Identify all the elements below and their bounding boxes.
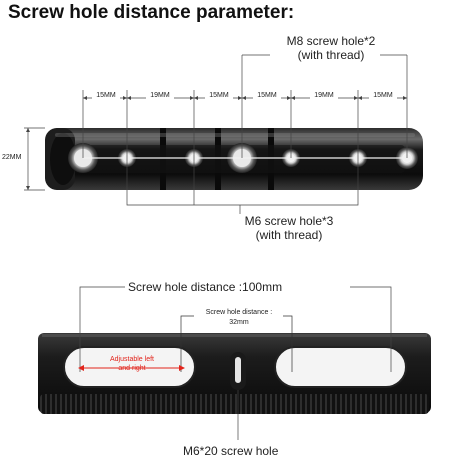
m8-label-line2: (with thread) (297, 48, 365, 62)
arrow-heads (83, 96, 407, 100)
total-distance-label: Screw hole distance :100mm (128, 280, 283, 294)
height-label: 22MM (2, 154, 22, 161)
inner-distance-line (180, 315, 293, 372)
segment-1: 15MM (92, 92, 120, 99)
height-dimension (24, 127, 45, 191)
dimension-ticks (82, 54, 408, 158)
m6-label-line1: M6 screw hole*3 (244, 214, 334, 228)
m6-screw-hole-label: M6*20 screw hole (183, 444, 279, 458)
segment-4: 15MM (253, 92, 281, 99)
slot-right (274, 346, 407, 388)
inner-distance-line2: 32mm (229, 319, 249, 326)
segment-2: 19MM (146, 92, 174, 99)
page-title: Screw hole distance parameter: (8, 2, 295, 23)
segment-6: 15MM (369, 92, 397, 99)
adjustable-line2: and right (118, 365, 146, 372)
adjustable-line1: Adjustable left (110, 356, 154, 363)
adjust-arrow (78, 365, 185, 371)
inner-distance-label: Screw hole distance : 32mm (194, 308, 284, 328)
slot-left (63, 346, 196, 388)
m8-label-line1: M8 screw hole*2 (286, 34, 376, 48)
segment-5: 19MM (310, 92, 338, 99)
m6-label-line2: (with thread) (255, 228, 323, 242)
segment-3: 15MM (205, 92, 233, 99)
adjustable-label: Adjustable left and right (96, 355, 168, 373)
m6-label: M6 screw hole*3 (with thread) (222, 214, 356, 242)
mount-plate (38, 333, 431, 414)
center-screw-hole (235, 357, 241, 383)
inner-distance-line1: Screw hole distance : (205, 309, 273, 316)
total-distance-line (79, 286, 392, 372)
m8-label: M8 screw hole*2 (with thread) (272, 34, 390, 62)
